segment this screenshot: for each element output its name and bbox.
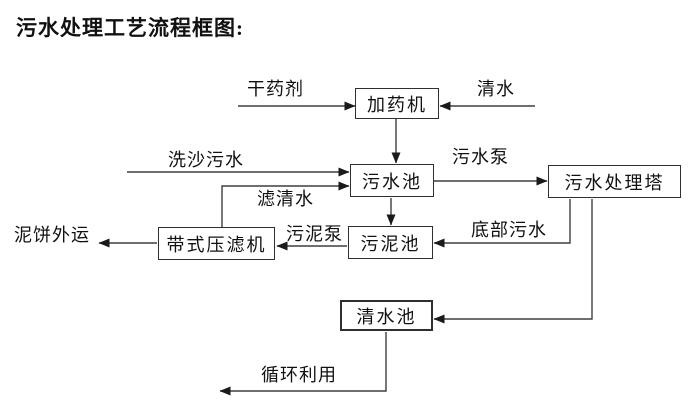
edge-tower-bottom-sewage-to-sludge-pool [433, 199, 571, 248]
page-title: 污水处理工艺流程框图: [16, 16, 244, 40]
label-dry-agent: 干药剂 [247, 79, 304, 99]
node-sewage-pool: 污水池 [350, 164, 434, 197]
node-treatment-tower: 污水处理塔 [548, 165, 681, 198]
node-belt-filter-press: 带式压滤机 [158, 227, 275, 260]
label-sewage-pump: 污水泵 [452, 147, 509, 167]
label-bottom-sewage: 底部污水 [471, 220, 547, 240]
edge-filtered-water-to-sewage-pool [221, 181, 350, 227]
label-sludge-pump: 污泥泵 [286, 224, 343, 244]
label-mud-cake-out: 泥饼外运 [14, 225, 90, 245]
label-recycle: 循环利用 [261, 365, 337, 385]
label-sand-washing-sewage: 洗沙污水 [168, 150, 244, 170]
node-doser: 加药机 [355, 88, 439, 119]
node-clear-water-pool: 清水池 [340, 300, 433, 331]
edge-tower-to-clear-water-pool [433, 199, 593, 324]
node-sludge-pool: 污泥池 [348, 226, 433, 259]
edge-clear-water-pool-to-recycle [219, 332, 387, 396]
label-clear-water: 清水 [477, 79, 515, 99]
label-filtered-water: 滤清水 [257, 189, 314, 209]
